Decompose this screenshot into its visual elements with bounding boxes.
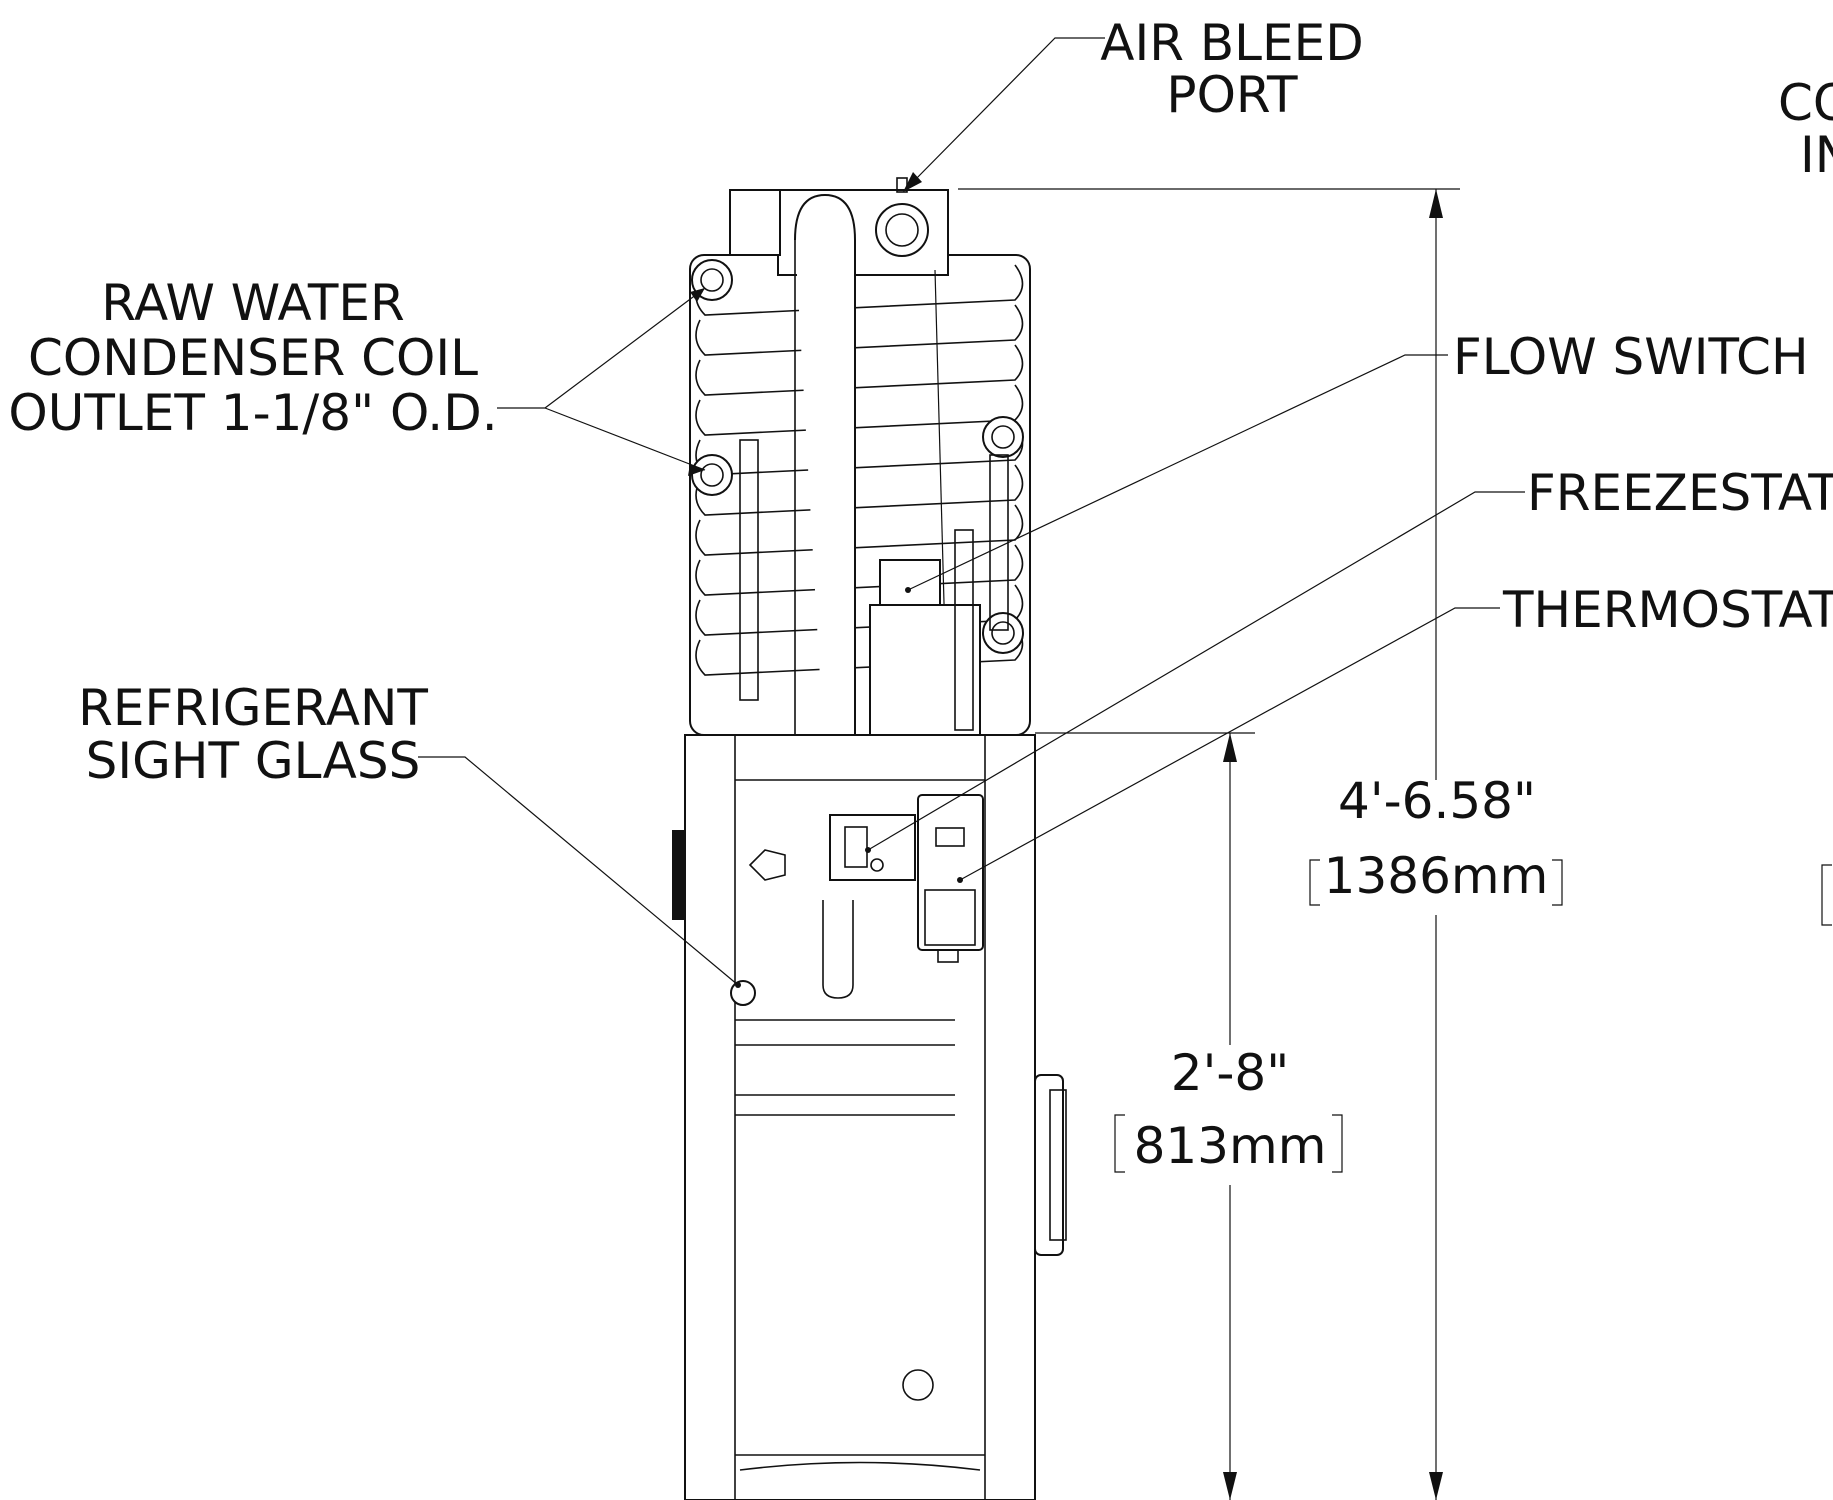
leader-lines [418, 37, 1525, 988]
air-bleed-label-1: AIR BLEED [1100, 14, 1363, 72]
condenser-coil [695, 264, 1024, 676]
sight-glass [730, 980, 756, 1006]
overall-height-metric: 1386mm [1324, 847, 1549, 905]
machine-unit [672, 177, 1067, 1500]
base-height-imperial: 2'-8" [1171, 1044, 1289, 1102]
raw-water-label-3: OUTLET 1-1/8" O.D. [8, 384, 497, 442]
right-side-port [1034, 1074, 1064, 1256]
left-side-tab [672, 830, 686, 920]
base-height-metric: 813mm [1134, 1117, 1327, 1175]
callout-labels: AIR BLEED PORT RAW WATER CONDENSER COIL … [8, 14, 1833, 790]
cut-label-top-right-1: CO [1778, 74, 1833, 132]
refrigerant-label-2: SIGHT GLASS [86, 732, 421, 790]
freezestat-label: FREEZESTAT [1527, 464, 1833, 522]
flow-switch-housing [869, 604, 981, 736]
overall-height-imperial: 4'-6.58" [1338, 772, 1536, 830]
raw-water-label-2: CONDENSER COIL [28, 329, 478, 387]
thermostat-label: THERMOSTAT [1502, 581, 1833, 639]
cut-label-top-right-2: IN [1800, 126, 1833, 184]
raw-water-label-1: RAW WATER [101, 274, 404, 332]
air-bleed-label-2: PORT [1166, 66, 1298, 124]
flow-switch-label: FLOW SWITCH [1453, 328, 1809, 386]
top-left-box [729, 189, 781, 256]
dimension-labels: 4'-6.58" 1386mm 2'-8" 813mm [1134, 772, 1549, 1175]
refrigerant-label-1: REFRIGERANT [78, 679, 428, 737]
flow-switch-body [879, 559, 941, 611]
dimension-lines [958, 188, 1832, 1500]
